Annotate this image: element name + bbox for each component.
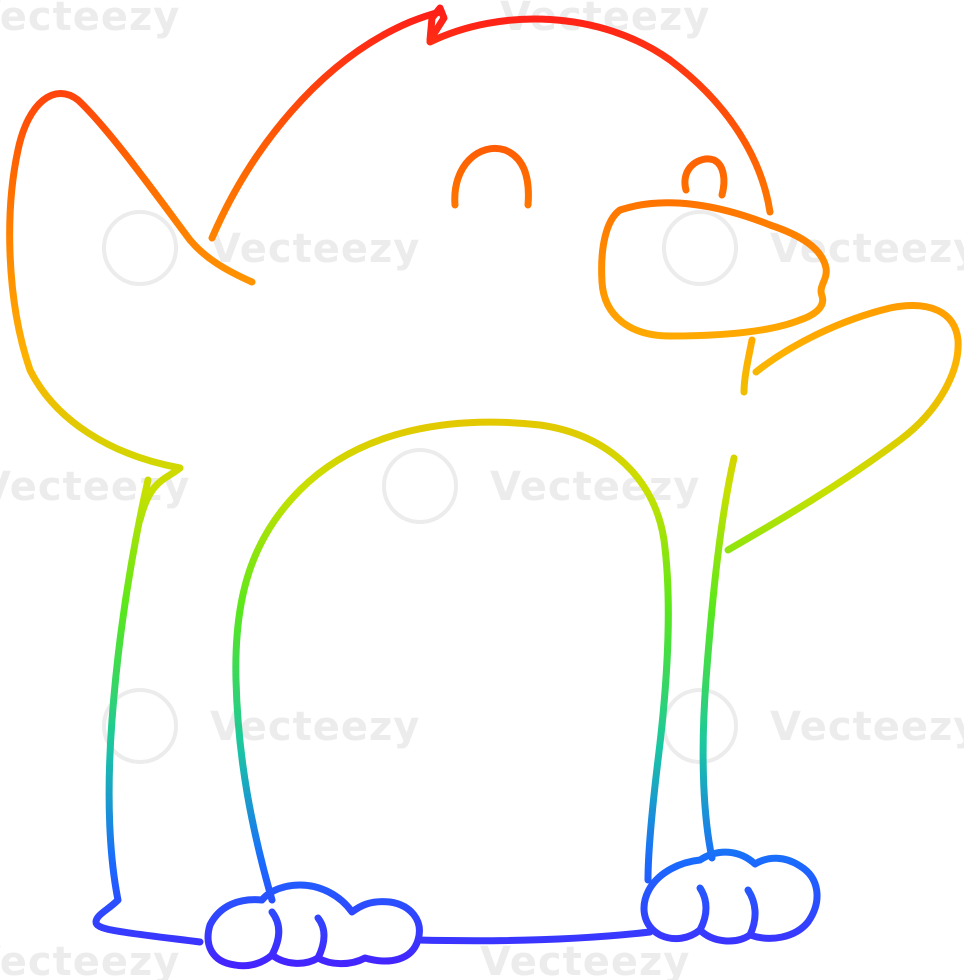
penguin-figure: [6, 4, 962, 970]
penguin-beak: [598, 199, 830, 396]
watermark-text: Vecteezy: [0, 939, 180, 980]
watermark-logo-icon: [102, 688, 178, 764]
watermark-logo-icon: [382, 448, 458, 524]
watermark-text: Vecteezy: [0, 0, 180, 40]
watermark-text: Vecteezy: [480, 939, 690, 980]
penguin-right-foot: [640, 848, 821, 945]
watermark-text: Vecteezy: [210, 704, 420, 750]
penguin-left-foot: [204, 881, 423, 970]
penguin-right-wing: [724, 302, 962, 554]
watermark-text: Vecteezy: [490, 464, 700, 510]
watermark-logo-icon: [662, 210, 738, 286]
penguin-right-body-side: [699, 454, 738, 862]
penguin-left-foot-toes: [268, 908, 328, 962]
watermark-text: Vecteezy: [210, 226, 420, 272]
watermark-text: Vecteezy: [770, 226, 964, 272]
penguin-left-wing: [6, 90, 256, 524]
penguin-left-body-side: [92, 476, 204, 946]
watermark-row-2: Vecteezy Vecteezy: [102, 210, 964, 286]
watermark-row-3: Vecteezy Vecteezy: [0, 448, 700, 524]
penguin-belly: [232, 418, 672, 904]
watermark-text: Vecteezy: [0, 464, 190, 510]
watermark-logo-icon: [102, 210, 178, 286]
penguin-left-eye: [451, 145, 532, 209]
penguin-head-outline: [208, 8, 774, 242]
penguin-bottom-line: [414, 928, 654, 945]
penguin-right-foot-toes: [696, 884, 759, 939]
watermark-row-1: Vecteezy Vecteezy: [0, 0, 709, 40]
watermark-row-4: Vecteezy Vecteezy: [102, 688, 964, 764]
penguin-right-eye: [681, 155, 728, 199]
watermark-row-5: Vecteezy Vecteezy: [0, 939, 690, 980]
watermark-text: Vecteezy: [770, 704, 964, 750]
penguin-head-tuft: [426, 4, 448, 44]
